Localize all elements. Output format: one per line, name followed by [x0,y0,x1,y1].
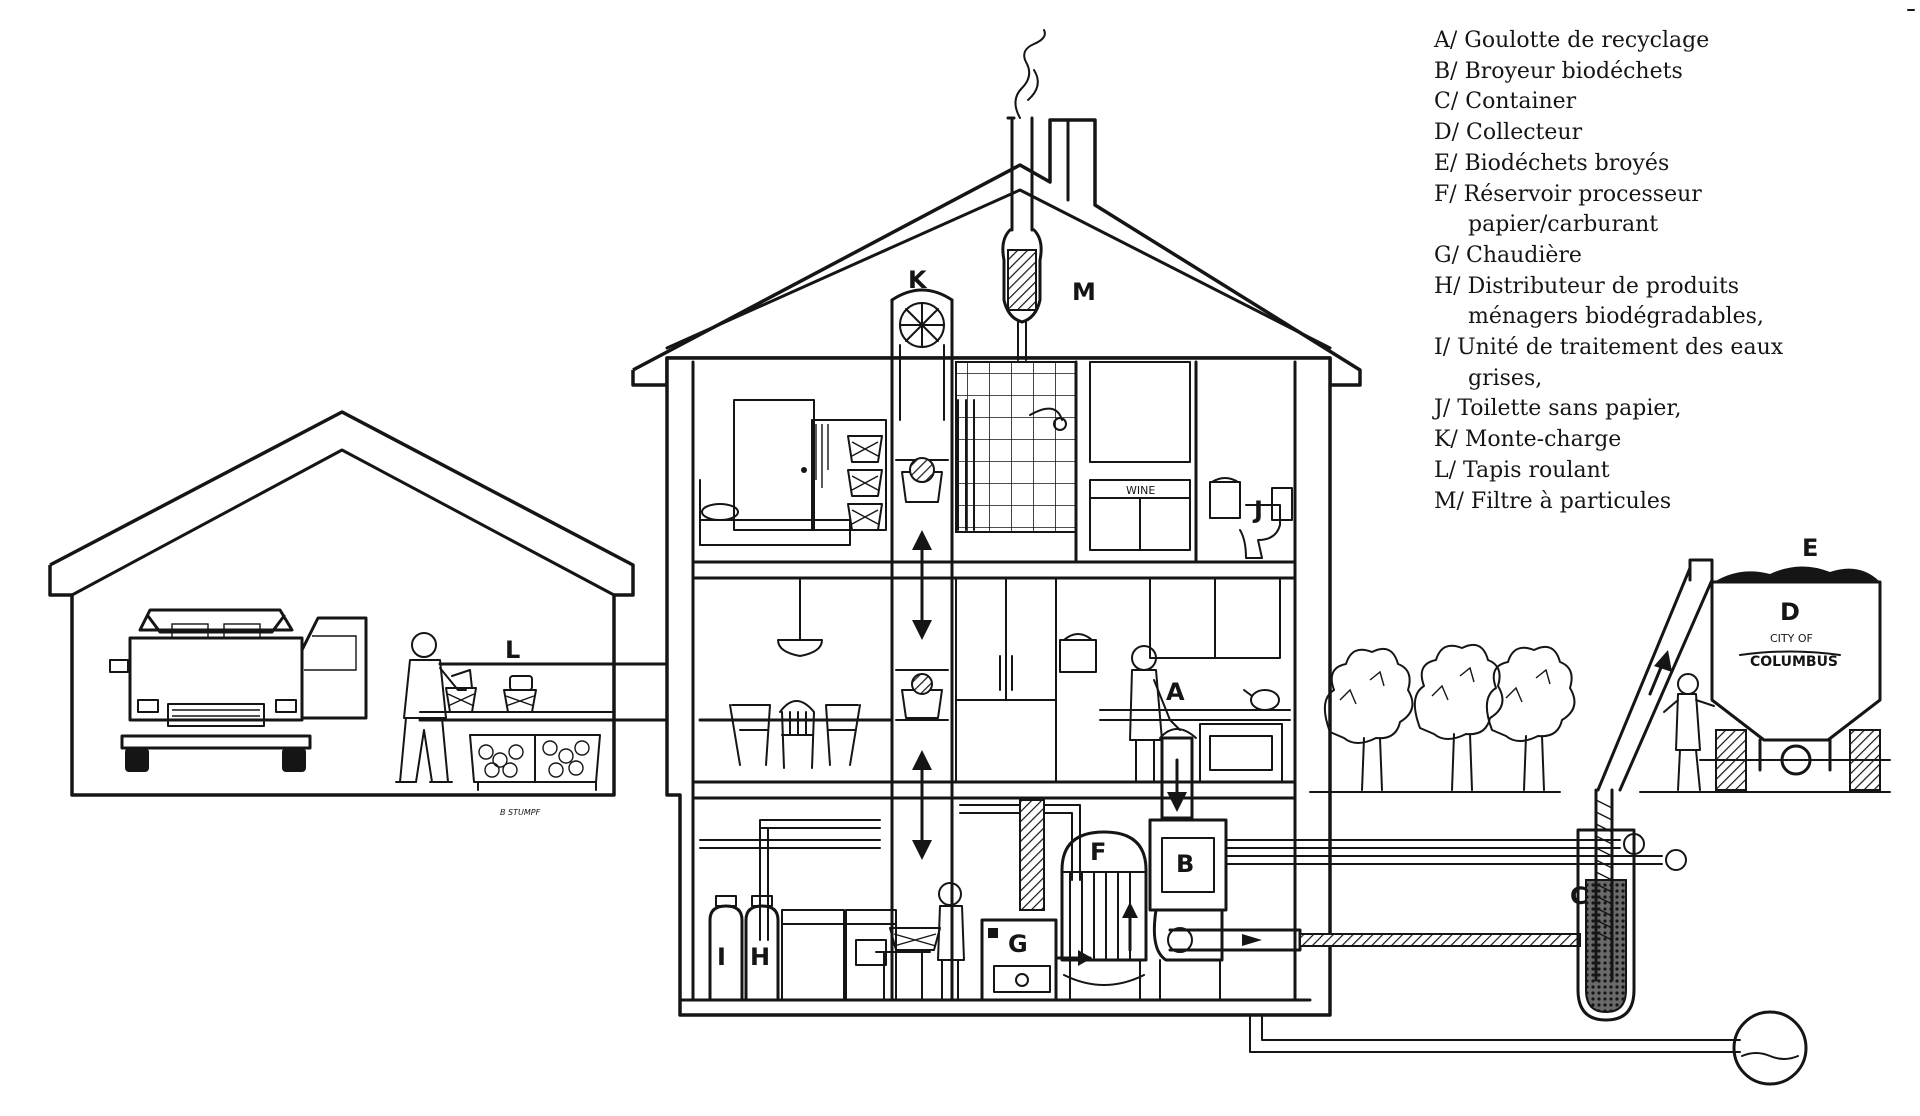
marker-H: H [750,943,770,971]
marker-F: F [1090,838,1106,866]
paper-fuel-tank: F [1060,830,1148,1001]
legend-item-F-cont: papier/carburant [1468,212,1659,238]
trees [1309,644,1576,793]
toilet: J [1209,477,1293,559]
marker-G: G [1008,930,1028,958]
legend-item-L: L/ Tapis roulant [1434,457,1610,483]
greywater-unit: I [708,895,744,1002]
legend: A/ Goulotte de recyclage B/ Broyeur biod… [1434,26,1894,517]
legend-item-H: H/ Distributeur de produits [1434,273,1740,299]
legend-item-H-cont: ménagers biodégradables, [1468,304,1764,330]
products-dispenser: H [744,895,780,1002]
kitchen: A [955,577,1291,820]
marker-C: C [1570,882,1588,910]
legend-item-A: A/ Goulotte de recyclage [1434,28,1710,53]
outdoor-pipes [1225,833,1808,1086]
vanity: WINE [1089,360,1198,564]
marker-K: K [908,266,928,294]
bedroom [699,399,887,546]
marker-I: I [717,943,726,971]
main-house [631,116,1362,1017]
legend-item-M: M/ Filtre à particules [1434,488,1672,514]
person-garage [395,632,467,783]
shower [955,360,1078,564]
legend-item-D: D/ Collecteur [1434,120,1583,146]
legend-item-G: G/ Chaudière [1434,242,1582,268]
legend-item-I-cont: grises, [1468,365,1543,391]
basement: I H G [699,799,1232,1002]
artist-signature: B STUMPF [500,808,541,817]
vanity-label: WINE [1126,484,1155,497]
car [109,608,368,772]
marker-D: D [1780,598,1800,626]
marker-M: M [1072,278,1096,306]
stacked-baskets [847,435,883,531]
underground-container: C [1570,788,1636,1022]
marker-J: J [1252,496,1263,524]
legend-item-B: B/ Broyeur biodéchets [1434,58,1683,84]
marker-A: A [1166,678,1185,706]
legend-item-E: E/ Biodéchets broyés [1434,150,1670,176]
legend-item-K: K/ Monte-charge [1434,427,1622,453]
dining-room [698,577,892,769]
legend-item-C: C/ Container [1434,89,1577,115]
conveyor-belt: L [418,636,702,791]
biowaste-grinder: B [1148,818,1232,1001]
legend-item-F: F/ Réservoir processeur [1434,181,1702,207]
legend-item-I: I/ Unité de traitement des eaux [1434,335,1784,361]
marker-L: L [505,636,520,664]
boiler: G [980,918,1092,1002]
marker-E: E [1802,534,1818,562]
garage: B STUMPF [48,410,635,817]
truck-sign-line1: CITY OF [1770,632,1813,645]
collector-truck: D CITY OF COLUMBUS E [1596,534,1891,793]
marker-B: B [1176,850,1194,878]
truck-sign-line2: COLUMBUS [1750,654,1838,670]
particle-filter-chimney: M [1001,29,1096,361]
legend-item-J: J/ Toilette sans papier, [1434,396,1682,422]
